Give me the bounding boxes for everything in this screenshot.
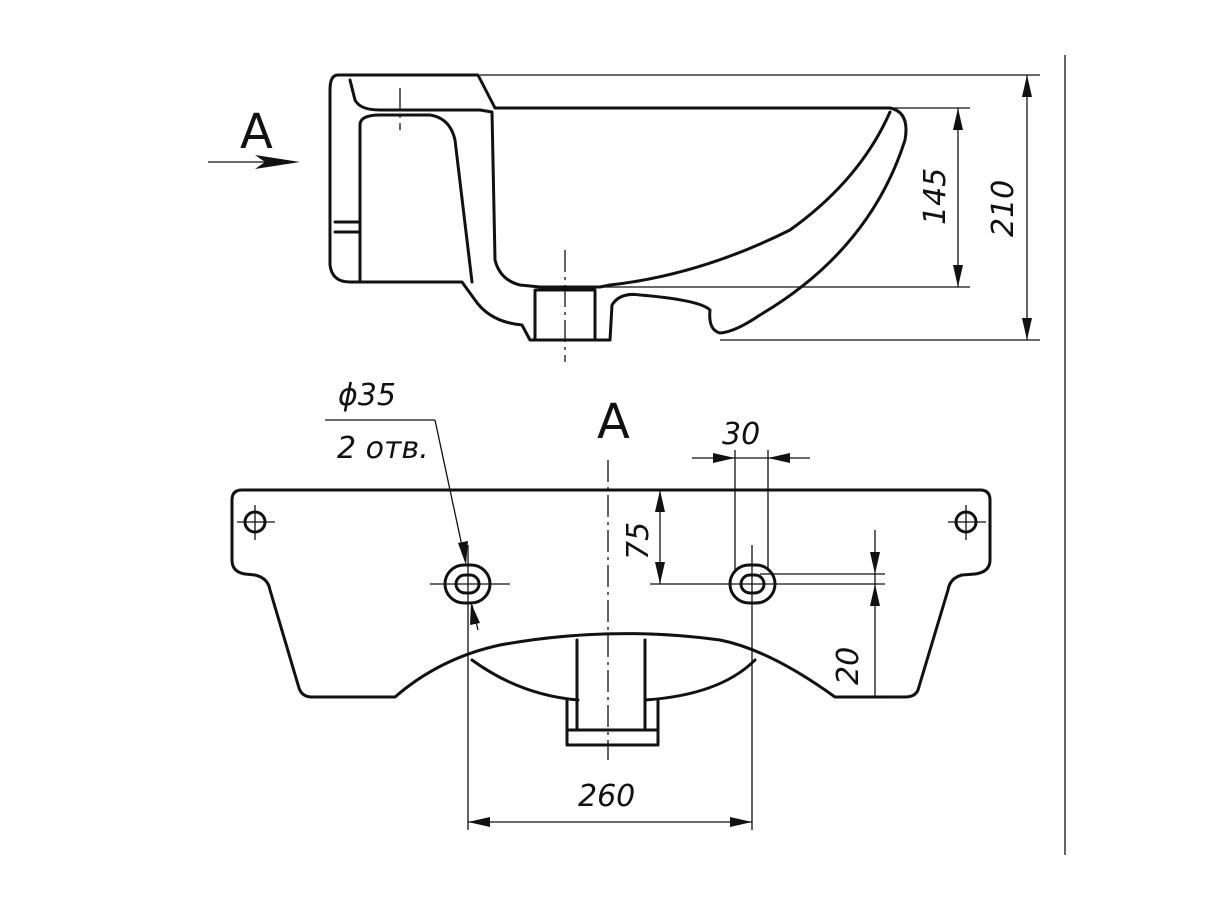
arrow-icon xyxy=(870,552,880,574)
drain-front xyxy=(565,638,660,747)
view-title: A xyxy=(597,394,630,450)
hole-diameter-label: ϕ35 xyxy=(338,378,396,413)
arrow-icon xyxy=(655,562,665,584)
arrow-icon xyxy=(1022,75,1032,97)
front-view-a: A ϕ35 2 отв. 30 xyxy=(230,378,992,830)
arrow-icon xyxy=(768,453,790,463)
dimension-210-label: 210 xyxy=(986,180,1021,237)
arrow-icon xyxy=(953,108,963,130)
dimension-20-label: 20 xyxy=(831,647,866,685)
arrow-icon xyxy=(1022,318,1032,340)
arrow-icon xyxy=(468,817,490,827)
overflow-channel xyxy=(333,113,474,284)
bowl-inner-outline xyxy=(470,658,757,702)
arrow-icon xyxy=(470,603,480,625)
view-arrow-icon xyxy=(255,155,300,169)
arrow-icon xyxy=(713,453,735,463)
dimension-30-label: 30 xyxy=(722,417,760,452)
dimension-260-label: 260 xyxy=(578,779,635,814)
arrow-icon xyxy=(870,584,880,606)
arrow-icon xyxy=(953,265,963,287)
basin-front-outline xyxy=(230,488,992,699)
dimension-145-label: 145 xyxy=(918,168,953,225)
basin-side-outline xyxy=(328,73,908,342)
leader-line xyxy=(434,419,466,561)
dimension-75-label: 75 xyxy=(621,522,656,560)
basin-inner-outline xyxy=(348,78,892,289)
view-marker-label: A xyxy=(240,104,273,160)
arrow-icon xyxy=(730,817,752,827)
hole-count-label: 2 отв. xyxy=(337,431,429,466)
side-section-view: A 145 210 xyxy=(208,73,1040,362)
arrow-icon xyxy=(655,490,665,512)
arrow-icon xyxy=(458,541,468,565)
